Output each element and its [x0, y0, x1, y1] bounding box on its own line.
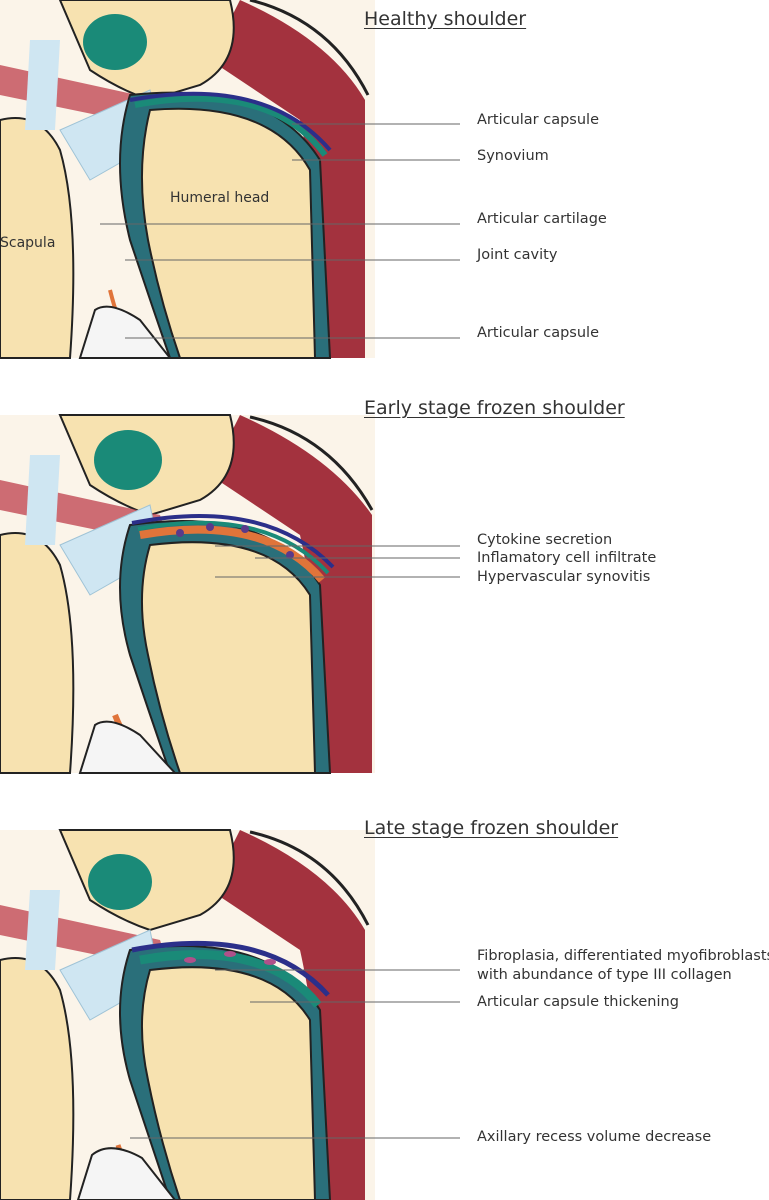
- label-articular-capsule-top: Articular capsule: [477, 112, 599, 128]
- late-stage-illustration: [0, 829, 375, 1200]
- label-articular-cartilage: Articular cartilage: [477, 211, 607, 227]
- scapula-label: Scapula: [0, 235, 56, 251]
- panel-early-stage: Early stage frozen shoulder Cytokine sec…: [0, 395, 769, 775]
- healthy-shoulder-illustration: [0, 0, 375, 359]
- panel-healthy: Humeral head Scapula Healthy shoulder Ar…: [0, 0, 769, 360]
- label-articular-capsule-bottom: Articular capsule: [477, 325, 599, 341]
- panel-title-late-stage: Late stage frozen shoulder: [364, 817, 619, 839]
- label-fibroplasia-line-1: Fibroplasia, differentiated myofibroblas…: [477, 948, 769, 964]
- label-articular-capsule-thickening: Articular capsule thickening: [477, 994, 679, 1010]
- label-hypervascular-synovitis: Hypervascular synovitis: [477, 569, 651, 585]
- label-synovium: Synovium: [477, 148, 549, 164]
- panel-late-stage: Late stage frozen shoulder Fibroplasia, …: [0, 810, 769, 1200]
- label-fibroplasia-line-2: with abundance of type III collagen: [477, 967, 732, 983]
- label-joint-cavity: Joint cavity: [477, 247, 558, 263]
- label-inflammatory-cell-infiltrate: Inflamatory cell infiltrate: [477, 550, 657, 566]
- humeral-head-label: Humeral head: [170, 190, 270, 206]
- label-axillary-recess-volume-decrease: Axillary recess volume decrease: [477, 1129, 712, 1145]
- early-stage-illustration: [0, 414, 375, 774]
- panel-title-early-stage: Early stage frozen shoulder: [364, 397, 625, 419]
- label-cytokine-secretion: Cytokine secretion: [477, 532, 613, 548]
- panel-title-healthy: Healthy shoulder: [364, 8, 527, 30]
